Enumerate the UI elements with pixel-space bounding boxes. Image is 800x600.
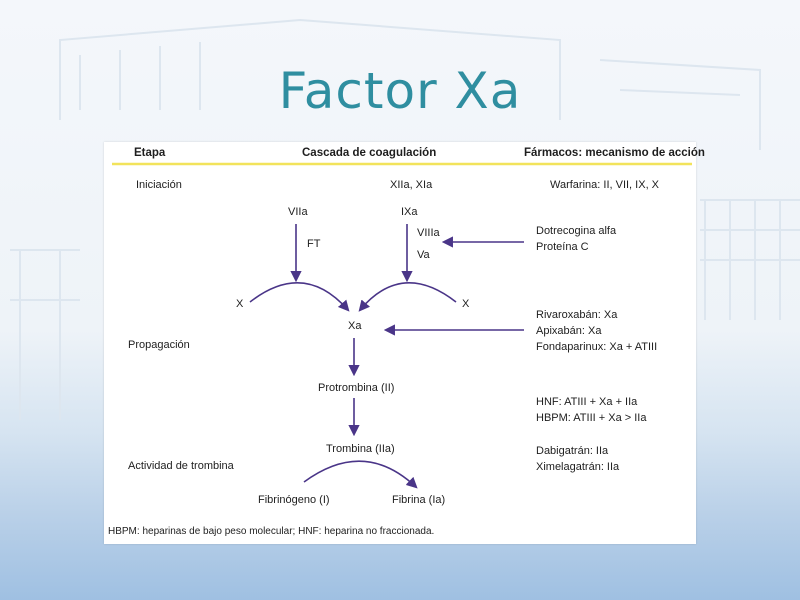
drug-hnf: HNF: ATIII + Xa + IIa xyxy=(536,396,638,408)
drug-dotrecogin: Dotrecogina alfa xyxy=(536,225,617,237)
factor-xiia-xia: XIIa, XIa xyxy=(390,179,433,191)
drug-dabigatran: Dabigatrán: IIa xyxy=(536,445,609,457)
drug-rivaroxaban: Rivaroxabán: Xa xyxy=(536,309,618,321)
drug-fondaparinux: Fondaparinux: Xa + ATIII xyxy=(536,341,658,353)
drug-protein-c: Proteína C xyxy=(536,241,589,253)
drug-apixaban: Apixabán: Xa xyxy=(536,325,602,337)
stage-initiation: Iniciación xyxy=(136,179,182,191)
thrombin: Trombina (IIa) xyxy=(326,443,395,455)
header-cascade: Cascada de coagulación xyxy=(302,147,437,159)
drug-warfarin: Warfarina: II, VII, IX, X xyxy=(550,179,660,191)
factor-xa: Xa xyxy=(348,320,362,332)
footnote: HBPM: heparinas de bajo peso molecular; … xyxy=(108,526,435,537)
drug-hbpm: HBPM: ATIII + Xa > IIa xyxy=(536,412,647,424)
factor-viia: VIIa xyxy=(288,206,308,218)
factor-x-left: X xyxy=(236,298,244,310)
slide-title: Factor Xa xyxy=(278,62,522,120)
prothrombin: Protrombina (II) xyxy=(318,382,395,394)
factor-x-right: X xyxy=(462,298,470,310)
cascade-arrows xyxy=(112,162,692,489)
stage-thrombin-activity: Actividad de trombina xyxy=(128,460,234,472)
fibrinogen: Fibrinógeno (I) xyxy=(258,494,330,506)
arrow-x-left-curve xyxy=(249,282,350,312)
factor-ixa: IXa xyxy=(401,206,418,218)
factor-viiia: VIIIa xyxy=(417,227,440,239)
stage-propagation: Propagación xyxy=(128,339,190,351)
fibrin: Fibrina (Ia) xyxy=(392,494,446,506)
drug-ximelagatran: Ximelagatrán: IIa xyxy=(536,461,620,473)
header-stage: Etapa xyxy=(134,147,166,159)
header-drugs: Fármacos: mecanismo de acción xyxy=(524,147,705,159)
arrow-x-right-curve xyxy=(358,282,457,312)
factor-ft: FT xyxy=(307,238,321,250)
factor-va: Va xyxy=(417,249,430,261)
arrow-fibrinogen-curve xyxy=(303,460,418,489)
coagulation-table-panel: Etapa Cascada de coagulación Fármacos: m… xyxy=(104,142,705,544)
